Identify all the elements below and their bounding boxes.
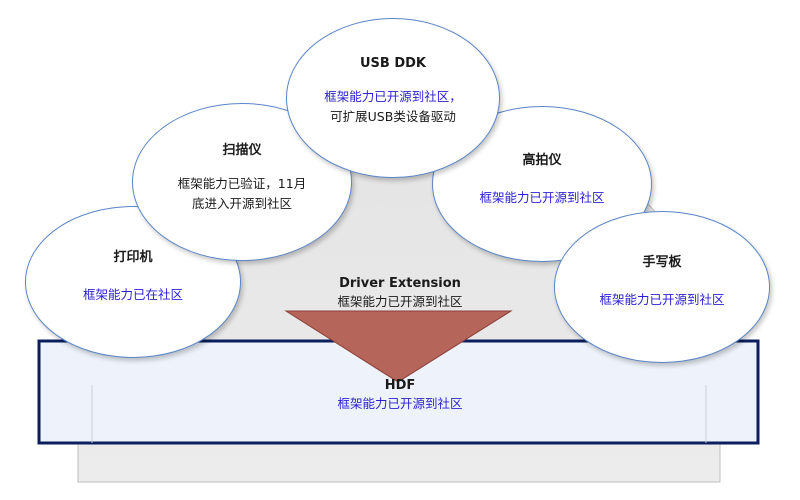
driver-extension-arrow — [284, 310, 513, 383]
driver-extension-title: Driver Extension — [339, 276, 461, 291]
usb-ddk-title: USB DDK — [359, 56, 426, 71]
printer-title: 打印机 — [113, 250, 153, 265]
driver-extension-desc: 框架能力已开源到社区 — [337, 294, 463, 309]
high-speed-camera-title: 高拍仪 — [522, 153, 562, 168]
scanner-desc-line2: 底进入开源到社区 — [191, 196, 292, 211]
hdf-label: HDF 框架能力已开源到社区 — [300, 377, 500, 413]
driver-extension-label: Driver Extension 框架能力已开源到社区 — [300, 275, 500, 310]
usb-ddk-desc-line2: 可扩展USB类设备驱动 — [330, 109, 456, 124]
scanner-title: 扫描仪 — [222, 143, 262, 158]
usb-ddk-node: USB DDK 框架能力已开源到社区， 可扩展USB类设备驱动 — [286, 18, 500, 178]
scanner-desc-line1: 框架能力已验证，11月 — [177, 176, 307, 191]
hdf-title: HDF — [384, 378, 416, 393]
scanner-node: 扫描仪 框架能力已验证，11月 底进入开源到社区 — [132, 103, 352, 261]
tablet-node: 手写板 框架能力已开源到社区 — [554, 211, 770, 363]
usb-ddk-desc-line1: 框架能力已开源到社区， — [324, 89, 462, 104]
hdf-desc: 框架能力已开源到社区 — [337, 396, 463, 411]
tablet-title: 手写板 — [642, 255, 682, 270]
dome-inner-line — [91, 385, 707, 443]
printer-desc: 框架能力已在社区 — [82, 287, 183, 302]
high-speed-camera-desc: 框架能力已开源到社区 — [479, 190, 605, 205]
tablet-desc: 框架能力已开源到社区 — [599, 292, 725, 307]
